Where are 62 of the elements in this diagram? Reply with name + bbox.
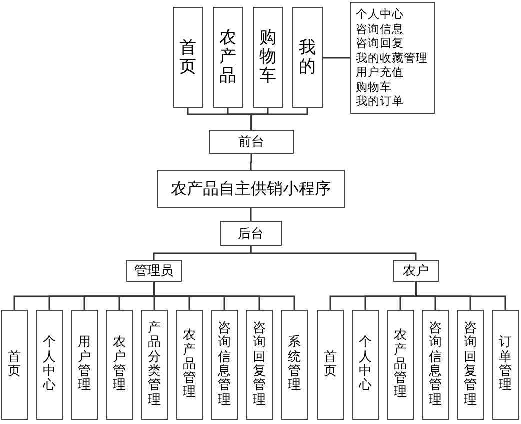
connector-line — [250, 208, 252, 221]
node-label: 用户管理 — [78, 336, 91, 394]
node-label: 我的收藏管理 — [356, 50, 428, 66]
list-box — [350, 2, 435, 114]
connector-line — [323, 57, 350, 59]
node-label: 购物车 — [260, 29, 276, 86]
vertical-box — [281, 310, 308, 420]
node-label: 咨询回复 — [356, 36, 404, 51]
node-label: 农产品管理 — [183, 329, 196, 401]
connector-line — [250, 154, 252, 170]
node-label: 农产品管理 — [394, 329, 407, 401]
vertical-box — [253, 7, 283, 108]
node-label: 咨询信息管理 — [429, 322, 442, 408]
connector-line — [153, 282, 296, 310]
connector-line — [250, 246, 417, 260]
node-label: 咨询信息 — [356, 22, 404, 36]
vertical-box — [387, 310, 414, 420]
vertical-box — [317, 310, 344, 420]
node-label: 管理员 — [134, 263, 174, 280]
vertical-box — [71, 310, 98, 420]
process-box — [126, 260, 182, 282]
node-label: 后台 — [238, 226, 264, 242]
vertical-box — [173, 7, 203, 108]
process-box — [393, 260, 439, 282]
node-label: 系统管理 — [288, 336, 301, 394]
vertical-box — [36, 310, 63, 420]
vertical-box — [1, 310, 28, 420]
vertical-box — [292, 7, 323, 108]
vertical-box — [457, 310, 484, 420]
node-label: 订单管理 — [499, 336, 512, 394]
node-label: 首页 — [180, 38, 196, 76]
vertical-box — [176, 310, 203, 420]
vertical-box — [213, 7, 243, 108]
node-label: 农产品 — [220, 29, 236, 86]
node-label: 我的 — [299, 38, 316, 76]
node-label: 个人中心 — [43, 336, 56, 394]
node-label: 个人中心 — [359, 336, 372, 394]
vertical-box — [492, 310, 519, 420]
vertical-box — [352, 310, 379, 420]
node-label: 首页 — [324, 350, 337, 380]
vertical-box — [141, 310, 168, 420]
node-label: 用户充值 — [356, 65, 404, 80]
node-label: 个人中心 — [356, 7, 404, 22]
title-box — [157, 170, 345, 208]
node-label: 前台 — [238, 134, 264, 151]
connector-line — [250, 108, 308, 130]
node-label: 农户管理 — [113, 336, 126, 394]
node-label: 产品分类管理 — [148, 322, 161, 408]
node-label: 农户 — [403, 263, 429, 280]
vertical-box — [211, 310, 238, 420]
node-label: 购物车 — [356, 80, 392, 94]
node-label: 咨询信息管理 — [218, 322, 231, 408]
node-label: 首页 — [8, 350, 21, 380]
process-box — [209, 130, 294, 154]
vertical-box — [246, 310, 273, 420]
process-box — [220, 221, 282, 246]
node-label: 咨询回复管理 — [464, 322, 477, 408]
node-label: 咨询回复管理 — [253, 322, 266, 408]
node-label: 我的订单 — [356, 94, 404, 109]
vertical-box — [106, 310, 133, 420]
node-label: 农产品自主供销小程序 — [171, 178, 331, 200]
vertical-box — [422, 310, 449, 420]
